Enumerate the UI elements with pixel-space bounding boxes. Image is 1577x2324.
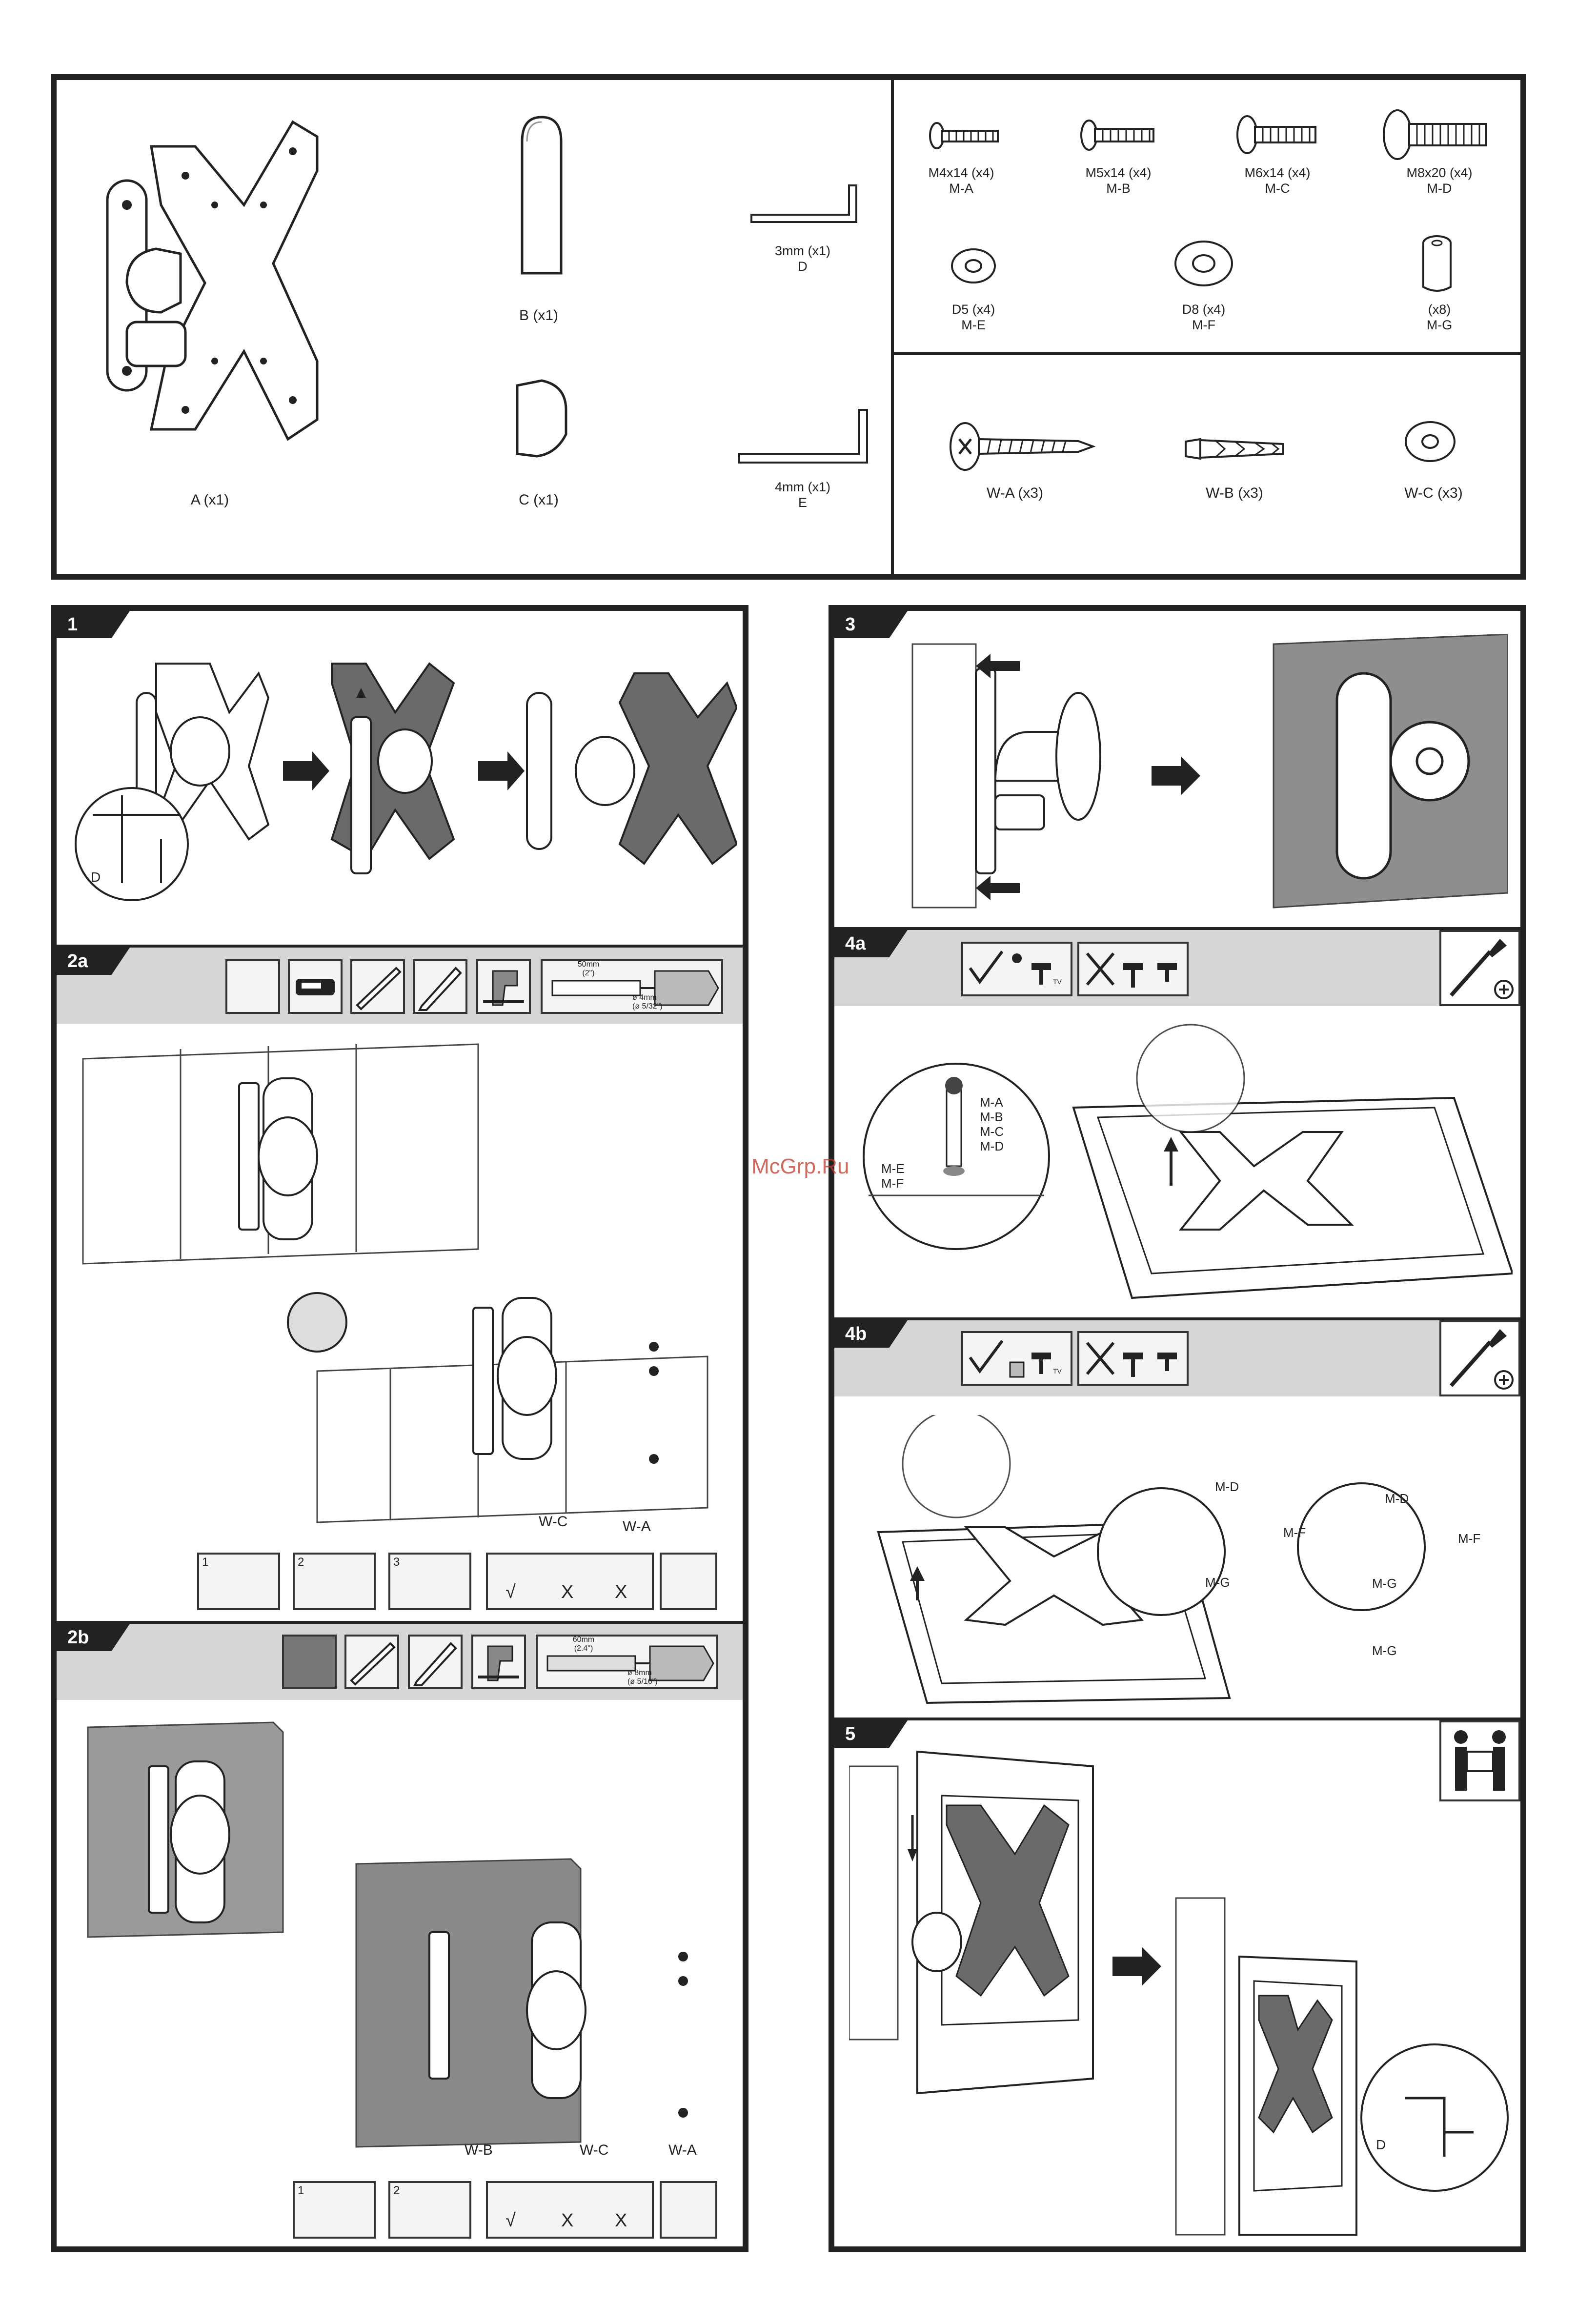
level-tool-icon-2b: [344, 1635, 399, 1689]
parts-divider-vertical: [891, 80, 894, 574]
spacer-m-g-label: (x8)M-G: [1426, 302, 1453, 332]
step-2a-drill-bit-icon: [660, 1553, 717, 1610]
step-2a-w-a-label: W-A: [623, 1518, 651, 1535]
step-4a-screwdriver-icon: [1439, 930, 1520, 1006]
screw-m-a-illustration: [927, 121, 1000, 150]
drill-depth-diagram-2b: [536, 1635, 718, 1689]
part-c-spacer-illustration: [512, 376, 571, 459]
level-tool-icon: [350, 959, 405, 1014]
drill-depth-diagram: [541, 959, 723, 1014]
concrete-wall-icon: [282, 1635, 337, 1689]
screw-m-b-illustration: [1078, 118, 1156, 152]
screw-m-c-illustration: [1234, 114, 1317, 155]
part-a-bracket-illustration: [98, 107, 322, 459]
step-4b-m-f-label-2: M-F: [1458, 1531, 1481, 1546]
wall-screw-w-a-illustration: [947, 420, 1098, 473]
step-2b-substep-1: 1: [293, 2181, 376, 2239]
part-d-allen-key-illustration: [747, 181, 864, 229]
step-2a-substep-1: 1: [197, 1553, 280, 1610]
step-4b-m-d-label-2: M-D: [1385, 1491, 1409, 1506]
step-1-d-label: D: [91, 869, 101, 885]
drill-icon-2b: [471, 1635, 526, 1689]
step-2b-divider: [57, 1621, 743, 1624]
part-e-allen-key-illustration: [734, 405, 876, 468]
pencil-icon-2b: [408, 1635, 463, 1689]
wall-washer-w-c-illustration: [1403, 420, 1457, 464]
wall-washer-w-c-label: W-C (x3): [1404, 485, 1463, 501]
step-2b-drill-diameter: ø 8mm(ø 5/16"): [627, 1669, 658, 1686]
parts-divider-horizontal: [894, 352, 1520, 355]
screw-m-d-label: M8x20 (x4)M-D: [1406, 165, 1473, 196]
washer-m-e-illustration: [949, 246, 998, 285]
step-2b-w-a-label: W-A: [668, 2142, 697, 2158]
step-5-two-person-icon: [1439, 1720, 1520, 1801]
step-2a-divider: [57, 945, 743, 948]
washer-m-f-illustration: [1172, 238, 1235, 289]
step-5-illustration: [849, 1747, 1513, 2240]
screw-m-c-label: M6x14 (x4)M-C: [1244, 165, 1311, 196]
step-4b-divider: [834, 1317, 1520, 1320]
step-2a-level-check: √ X X: [486, 1553, 654, 1610]
step-2a-substep-2: 2: [293, 1553, 376, 1610]
stud-finder-wall-icon: [225, 959, 280, 1014]
step-4a-divider: [834, 927, 1520, 930]
part-e-label: 4mm (x1)E: [775, 480, 830, 510]
step-4a-correct-screw-icon: TV: [961, 942, 1072, 996]
wall-screw-w-a-label: W-A (x3): [986, 485, 1044, 501]
spacer-m-g-illustration: [1420, 233, 1454, 297]
pencil-icon: [413, 959, 467, 1014]
step-4b-m-g-label-3: M-G: [1372, 1643, 1397, 1658]
step-4b-m-d-label: M-D: [1215, 1479, 1239, 1494]
step-3-illustration: [903, 634, 1508, 917]
step-5-divider: [834, 1718, 1520, 1720]
washer-m-f-label: D8 (x4)M-F: [1182, 302, 1226, 332]
part-c-label: C (x1): [519, 492, 559, 508]
part-d-label: 3mm (x1)D: [775, 243, 830, 274]
step-4b-wrong-screw-icon: [1077, 1331, 1189, 1386]
step-4a-wrong-screw-icon: [1077, 942, 1189, 996]
washer-m-e-label: D5 (x4)M-E: [951, 302, 995, 332]
screw-m-b-label: M5x14 (x4)M-B: [1085, 165, 1152, 196]
step-2a-drill-diameter: ø 4mm(ø 5/32"): [632, 993, 663, 1010]
step-2b-w-c-label: W-C: [580, 2142, 609, 2158]
screw-m-a-label: M4x14 (x4)M-A: [928, 165, 994, 196]
step-2b-level-check: √ X X: [486, 2181, 654, 2239]
step-2a-tab: 2a: [57, 948, 130, 975]
step-4b-m-f-label: M-F: [1283, 1525, 1306, 1540]
part-a-label: A (x1): [190, 492, 229, 508]
wall-anchor-w-b-illustration: [1181, 429, 1288, 468]
part-b-spacer-illustration: [517, 112, 566, 278]
stud-finder-icon: [288, 959, 343, 1014]
watermark: McGrp.Ru: [751, 1154, 849, 1178]
step-2a-substep-3: 3: [388, 1553, 471, 1610]
step-2b-drill-depth: 60mm(2.4"): [572, 1636, 595, 1653]
screw-m-d-illustration: [1381, 107, 1488, 162]
step-2a-w-c-label: W-C: [539, 1514, 568, 1530]
step-2a-wood-wall-illustration: [78, 1039, 722, 1527]
step-4b-m-g-label-2: M-G: [1372, 1576, 1397, 1591]
step-2b-concrete-wall-illustration: [78, 1718, 722, 2157]
step-2b-substep-2: 2: [388, 2181, 471, 2239]
step-4b-illustration: [869, 1415, 1517, 1708]
wall-anchor-w-b-label: W-B (x3): [1206, 485, 1263, 501]
step-4b-m-g-label: M-G: [1205, 1575, 1230, 1590]
step-4b-screwdriver-icon: [1439, 1320, 1520, 1396]
step-2a-drill-depth: 50mm(2"): [577, 960, 600, 977]
part-b-label: B (x1): [519, 307, 559, 323]
drill-icon: [476, 959, 531, 1014]
step-2b-w-b-label: W-B: [465, 2142, 493, 2158]
step-5-d-label: D: [1376, 2137, 1386, 2152]
step-4a-illustration: [849, 1020, 1513, 1313]
step-4b-correct-screw-icon: TV: [961, 1331, 1072, 1386]
step-1-illustration: [63, 654, 737, 908]
step-2b-drill-bit-icon: [660, 2181, 717, 2239]
